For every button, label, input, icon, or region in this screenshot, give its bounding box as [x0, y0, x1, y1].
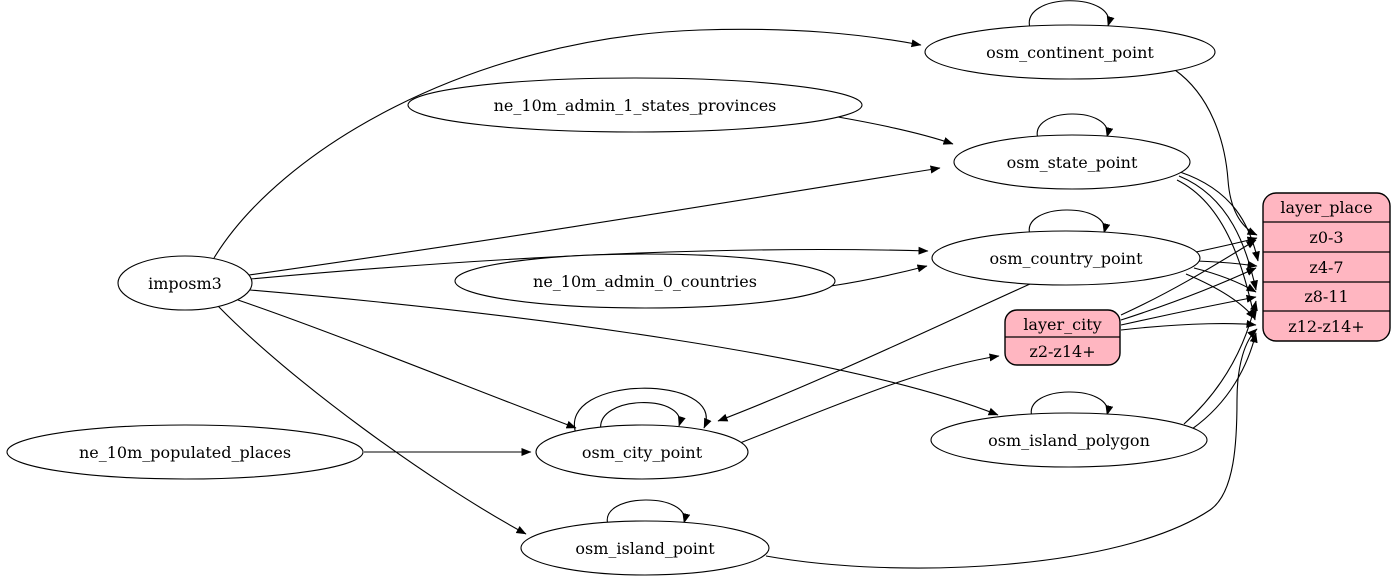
ne-places-label: ne_10m_populated_places: [79, 443, 291, 462]
node-ne-10m-populated-places: ne_10m_populated_places: [6, 424, 364, 480]
continent-shape: [924, 24, 1216, 80]
edge-imposm3-island-point: [217, 305, 527, 535]
edge-country-z12-z14: [1185, 273, 1256, 320]
node-osm-city-point: osm_city_point: [535, 424, 749, 480]
node-osm-continent-point: osm_continent_point: [924, 24, 1216, 80]
ne-states-label: ne_10m_admin_1_states_provinces: [494, 96, 777, 115]
edge-imposm3-state: [248, 165, 941, 276]
state-shape: [953, 134, 1191, 190]
ne-countries-shape: [454, 253, 836, 309]
island-polygon-shape: [930, 412, 1208, 468]
node-osm-country-point: osm_country_point: [931, 230, 1201, 286]
edge-imposm3-island-polygon: [249, 289, 999, 416]
edge-continent-z0-3: [1174, 69, 1258, 236]
node-ne-10m-admin-0-countries: ne_10m_admin_0_countries: [454, 253, 836, 309]
layer-place-row-z0-3: z0-3: [1309, 228, 1343, 247]
imposm3-label: imposm3: [148, 274, 222, 293]
edge-city-layer-city: [739, 353, 1000, 444]
node-ne-10m-admin-1-states-provinces: ne_10m_admin_1_states_provinces: [407, 77, 863, 133]
edge-state-z4-7: [1179, 171, 1260, 262]
edge-island-point-z12-z14: [765, 328, 1258, 569]
selfloop-continent: [1028, 0, 1115, 29]
edge-country-city: [717, 283, 1031, 422]
edge-country-z8-11: [1193, 267, 1257, 293]
edge-layer-city-z0-3: [1120, 239, 1257, 316]
edge-country-z0-3: [1195, 236, 1258, 253]
country-label: osm_country_point: [989, 249, 1143, 268]
node-imposm3: imposm3: [117, 255, 253, 311]
layer-city-title: layer_city: [1023, 315, 1101, 334]
imposm3-shape: [117, 255, 253, 311]
selfloop-city-outer: [573, 387, 712, 435]
edge-layer: [213, 0, 1260, 569]
edge-imposm3-city: [237, 299, 577, 429]
selfloop-country: [1028, 209, 1111, 236]
layer-place-row-z12-z14: z12-z14+: [1288, 317, 1364, 336]
edge-layer-city-z4-7: [1120, 267, 1257, 321]
selfloop-island-point: [606, 499, 691, 526]
node-osm-state-point: osm_state_point: [953, 134, 1191, 190]
island-polygon-label: osm_island_polygon: [988, 431, 1150, 450]
ne-countries-label: ne_10m_admin_0_countries: [533, 272, 757, 291]
layer-place-row-z4-7: z4-7: [1309, 258, 1343, 277]
node-osm-island-point: osm_island_point: [520, 520, 770, 576]
record-layer-place: layer_place z0-3 z4-7 z8-11 z12-z14+: [1262, 192, 1391, 342]
edge-ne-states-state: [837, 116, 954, 145]
ne-places-shape: [6, 424, 364, 480]
layer-city-row-z2-z14: z2-z14+: [1029, 342, 1095, 361]
island-point-label: osm_island_point: [575, 539, 715, 558]
edge-layer-city-z8-11: [1120, 294, 1257, 326]
city-label: osm_city_point: [582, 443, 703, 462]
layer-place-box: [1262, 192, 1391, 342]
selfloop-island-polygon: [1030, 391, 1114, 418]
city-shape: [535, 424, 749, 480]
state-label: osm_state_point: [1007, 153, 1138, 172]
layer-place-title: layer_place: [1280, 198, 1372, 217]
continent-label: osm_continent_point: [986, 43, 1154, 62]
edge-island-polygon-z8-11: [1183, 300, 1258, 425]
ne-states-shape: [407, 77, 863, 133]
edge-imposm3-continent: [213, 28, 922, 259]
selfloop-city-inner: [600, 402, 686, 432]
island-point-shape: [520, 520, 770, 576]
record-layer-city: layer_city z2-z14+: [1004, 309, 1121, 366]
edge-ne-countries-country: [830, 264, 928, 287]
edge-island-polygon-z12-z14: [1191, 332, 1258, 430]
selfloop-state: [1036, 113, 1114, 140]
edge-layer-city-z12-z14: [1120, 319, 1257, 331]
layer-place-row-z8-11: z8-11: [1304, 287, 1348, 306]
country-shape: [931, 230, 1201, 286]
node-osm-island-polygon: osm_island_polygon: [930, 412, 1208, 468]
edge-country-z4-7: [1196, 260, 1258, 269]
